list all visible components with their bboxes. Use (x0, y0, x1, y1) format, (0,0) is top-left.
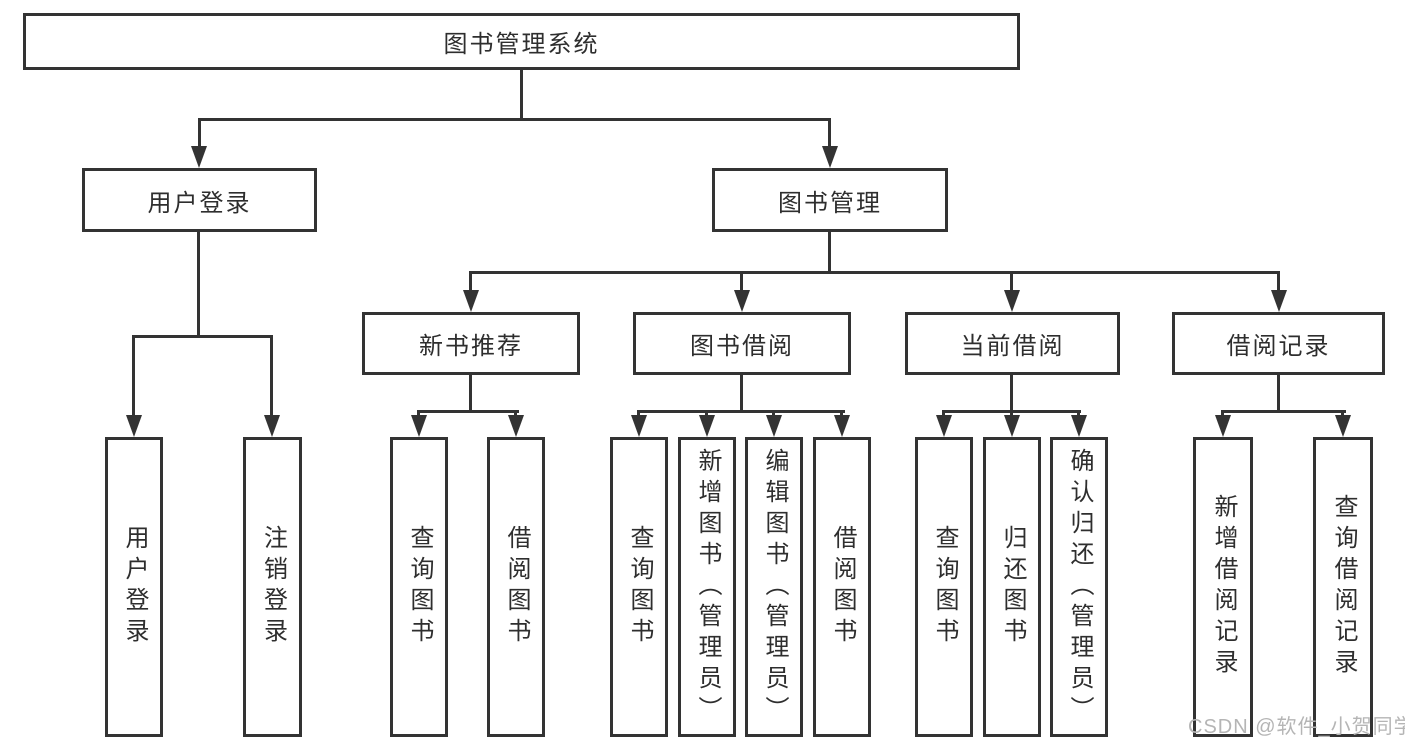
leaf-label: 归还图书 (999, 525, 1026, 649)
node-new-book-recommend: 新书推荐 (362, 312, 580, 375)
leaf-edit-books-admin: 编辑图书（管理员） (745, 437, 803, 737)
arrow-down-icon (264, 415, 280, 437)
arrow-down-icon (463, 290, 479, 312)
connector-line (1077, 410, 1080, 419)
leaf-query-books: 查询图书 (390, 437, 448, 737)
arrow-down-icon (822, 146, 838, 168)
connector-line (828, 232, 831, 273)
connector-line (469, 375, 472, 412)
arrow-down-icon (1335, 415, 1351, 437)
connector-line (197, 232, 200, 337)
connector-line (270, 335, 273, 417)
arrow-down-icon (766, 415, 782, 437)
connector-line (740, 375, 743, 412)
leaf-label: 确认归还（管理员） (1066, 447, 1093, 727)
leaf-label: 借阅图书 (829, 525, 856, 649)
connector-line (1221, 410, 1346, 413)
connector-line (772, 410, 775, 419)
arrow-down-icon (631, 415, 647, 437)
leaf-label: 编辑图书（管理员） (761, 447, 788, 727)
arrow-down-icon (1271, 290, 1287, 312)
leaf-user-login: 用户登录 (105, 437, 163, 737)
arrow-down-icon (1004, 290, 1020, 312)
connector-line (132, 335, 273, 338)
leaf-label: 用户登录 (121, 525, 148, 649)
connector-line (1341, 410, 1344, 419)
leaf-logout: 注销登录 (243, 437, 302, 737)
arrow-down-icon (1071, 415, 1087, 437)
arrow-down-icon (1215, 415, 1231, 437)
leaf-borrow-books: 借阅图书 (487, 437, 545, 737)
arrow-down-icon (699, 415, 715, 437)
connector-line (1221, 410, 1224, 419)
arrow-down-icon (834, 415, 850, 437)
connector-line (520, 70, 523, 118)
connector-line (1010, 410, 1013, 419)
arrow-down-icon (734, 290, 750, 312)
connector-line (417, 410, 519, 413)
connector-line (637, 410, 845, 413)
arrow-down-icon (191, 146, 207, 168)
arrow-down-icon (1004, 415, 1020, 437)
connector-line (417, 410, 420, 419)
leaf-confirm-return-admin: 确认归还（管理员） (1050, 437, 1108, 737)
node-book-borrow: 图书借阅 (633, 312, 851, 375)
arrow-down-icon (936, 415, 952, 437)
leaf-label: 新增图书（管理员） (694, 447, 721, 727)
arrow-down-icon (508, 415, 524, 437)
node-current-borrow: 当前借阅 (905, 312, 1120, 375)
connector-line (740, 271, 743, 292)
leaf-query-books: 查询图书 (610, 437, 668, 737)
connector-line (828, 118, 831, 148)
node-book-management: 图书管理 (712, 168, 948, 232)
leaf-label: 查询图书 (931, 525, 958, 649)
connector-line (514, 410, 517, 419)
connector-line (469, 271, 472, 292)
arrow-down-icon (126, 415, 142, 437)
arrow-down-icon (411, 415, 427, 437)
leaf-borrow-books: 借阅图书 (813, 437, 871, 737)
connector-line (1010, 375, 1013, 412)
node-root: 图书管理系统 (23, 13, 1020, 70)
connector-line (1277, 375, 1280, 412)
leaf-add-books-admin: 新增图书（管理员） (678, 437, 736, 737)
leaf-query-books: 查询图书 (915, 437, 973, 737)
leaf-query-borrow-record: 查询借阅记录 (1313, 437, 1373, 737)
connector-line (469, 271, 1280, 274)
node-borrow-records: 借阅记录 (1172, 312, 1385, 375)
connector-line (132, 335, 135, 417)
leaf-label: 新增借阅记录 (1210, 494, 1237, 680)
leaf-label: 查询图书 (406, 525, 433, 649)
leaf-label: 注销登录 (259, 525, 287, 649)
leaf-add-borrow-record: 新增借阅记录 (1193, 437, 1253, 737)
node-user-login: 用户登录 (82, 168, 317, 232)
connector-line (840, 410, 843, 419)
connector-line (198, 118, 201, 148)
connector-line (637, 410, 640, 419)
leaf-label: 查询图书 (626, 525, 653, 649)
csdn-watermark: CSDN @软件_小贺同学 (1188, 716, 1405, 738)
leaf-return-books: 归还图书 (983, 437, 1041, 737)
connector-line (198, 118, 831, 121)
connector-line (1010, 271, 1013, 292)
connector-line (1277, 271, 1280, 292)
leaf-label: 借阅图书 (503, 525, 530, 649)
connector-line (942, 410, 945, 419)
connector-line (705, 410, 708, 419)
leaf-label: 查询借阅记录 (1330, 494, 1357, 680)
